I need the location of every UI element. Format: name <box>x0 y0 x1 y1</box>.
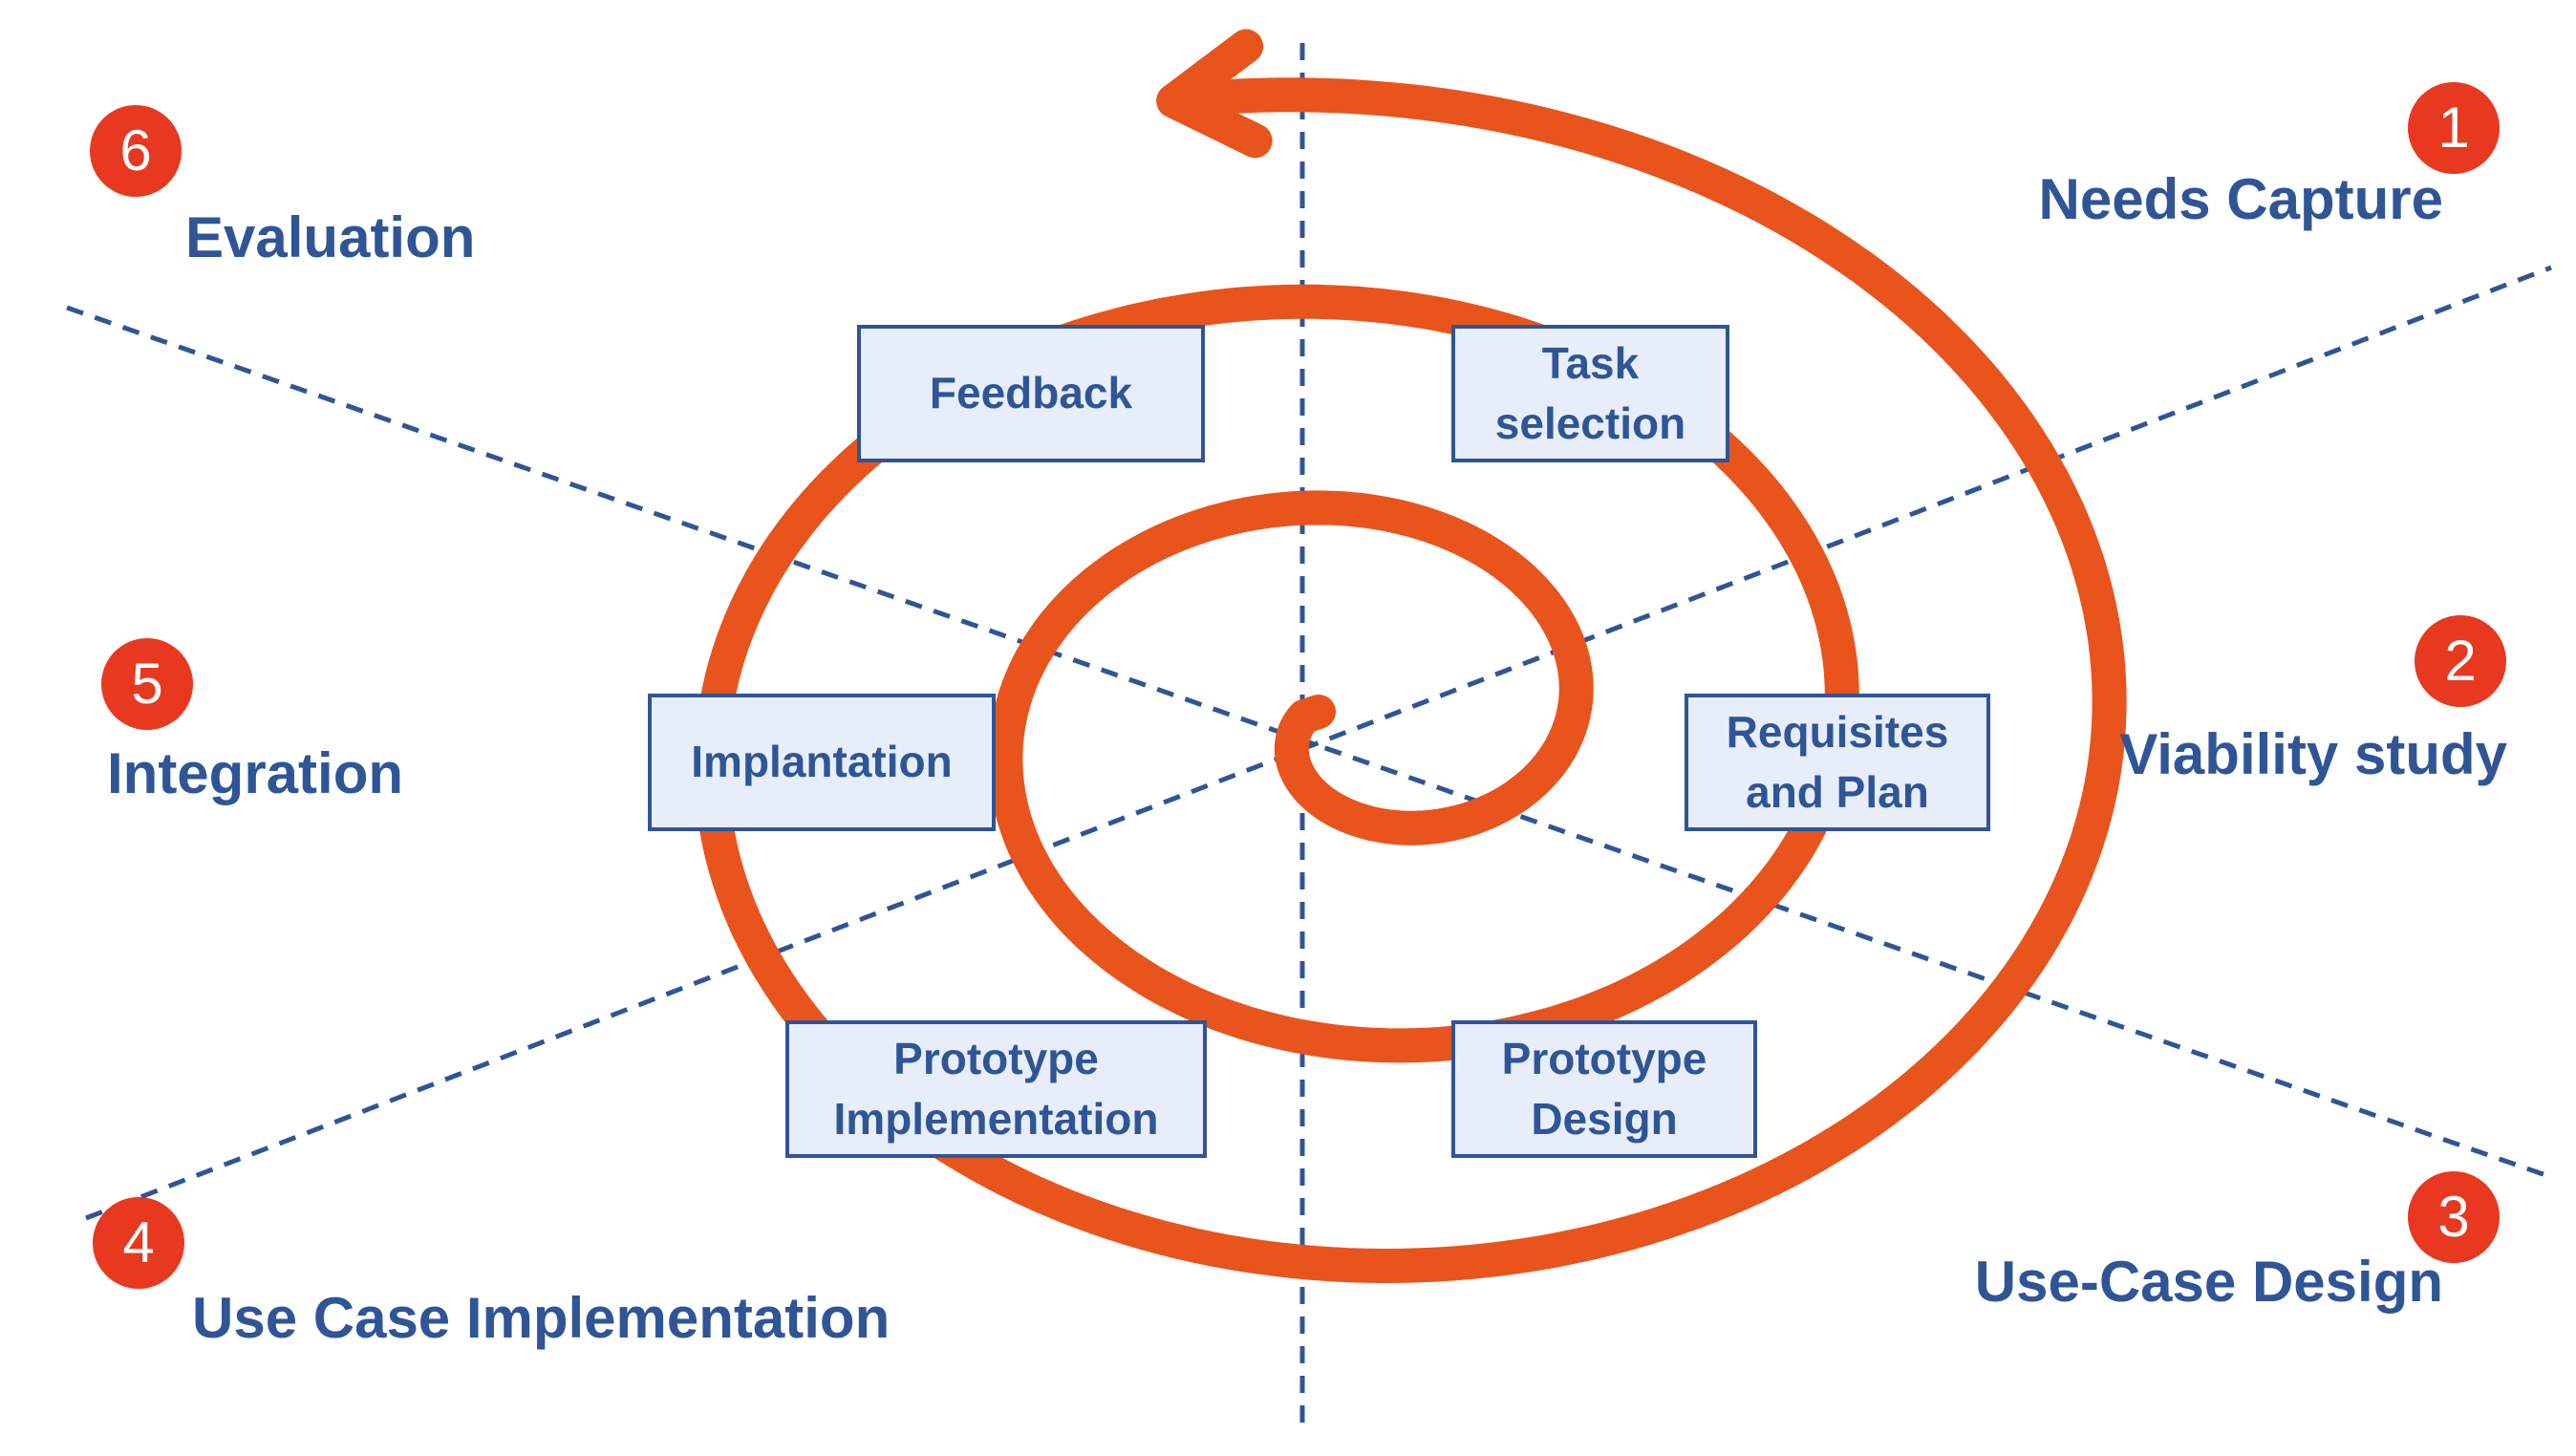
phase-4-label: Use Case Implementation <box>192 1286 891 1350</box>
task-selection-box: Task selection <box>1451 325 1729 462</box>
spiral-arrow <box>694 77 2127 1283</box>
phase-2-badge: 2 <box>2415 615 2506 707</box>
phase-6-label: Evaluation <box>185 205 476 269</box>
spiral-arrowhead <box>1156 29 1273 159</box>
requisites-and-plan-box: Requisites and Plan <box>1685 694 1990 831</box>
phase-1-badge: 1 <box>2408 82 2500 174</box>
phase-5-badge: 5 <box>101 638 193 730</box>
phase-2-label: Viability study <box>2119 722 2507 786</box>
feedback-box: Feedback <box>857 325 1205 462</box>
phase-1-label: Needs Capture <box>2038 167 2443 231</box>
phase-3-label: Use-Case Design <box>1974 1250 2443 1314</box>
phase-3-badge: 3 <box>2408 1171 2500 1263</box>
diagonal-guide-line-rising <box>85 265 2552 1221</box>
prototype-design-box: Prototype Design <box>1451 1020 1757 1158</box>
implantation-box: Implantation <box>648 694 996 831</box>
phase-5-label: Integration <box>107 741 403 805</box>
prototype-implementation-box: Prototype Implementation <box>785 1020 1207 1158</box>
phase-4-badge: 4 <box>93 1197 184 1289</box>
phase-6-badge: 6 <box>90 105 182 197</box>
